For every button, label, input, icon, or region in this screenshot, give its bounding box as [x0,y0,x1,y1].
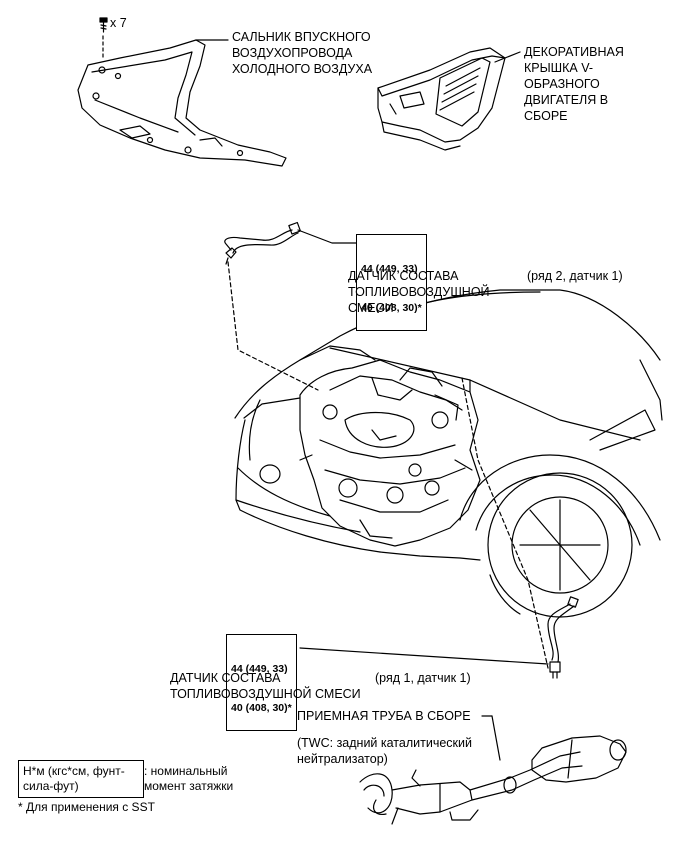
legend-description: : номинальный момент затяжки [144,764,234,793]
torque-top-line2: 40 (408, 30)* [361,302,422,314]
torque-bottom-line2: 40 (408, 30)* [231,702,292,714]
torque-bottom-line1: 44 (449, 33) [231,663,288,675]
engine-cover-drawing [377,47,506,151]
twc-note: (TWC: задний каталитический нейтрализато… [297,736,472,766]
exhaust-pipe-drawing [359,735,627,825]
torque-spec-top: 44 (449, 33) 40 (408, 30)* [356,234,427,331]
car-body-drawing [234,289,663,618]
engine-cover-label: ДЕКОРАТИВНАЯ КРЫШКА V- ОБРАЗНОГО ДВИГАТЕ… [524,45,624,123]
torque-top-line1: 44 (449, 33) [361,263,418,275]
exhaust-pipe-label: ПРИЕМНАЯ ТРУБА В СБОРЕ [297,709,471,723]
cold-air-seal-label: САЛЬНИК ВПУСКНОГО ВОЗДУХОПРОВОДА ХОЛОДНО… [232,30,373,76]
engine-drawing [299,359,481,547]
intake-seal-drawing [77,39,287,167]
screw-icon [99,17,108,33]
af-sensor-bottom-label: ДАТЧИК СОСТАВА ТОПЛИВОВОЗДУШНОЙ СМЕСИ [170,671,361,701]
sst-footnote: * Для применения с SST [18,800,155,814]
af-sensor-top-label: ДАТЧИК СОСТАВА ТОПЛИВОВОЗДУШНОЙ СМЕСИ [348,269,490,315]
legend-units-box: Н*м (кгс*см, фунт- сила-фут) [18,760,144,798]
torque-spec-bottom: 44 (449, 33) 40 (408, 30)* [226,634,297,731]
af-sensor-bottom-drawing [547,596,579,679]
bank2-sensor1-note: (ряд 2, датчик 1) [527,269,623,283]
bank1-sensor1-note: (ряд 1, датчик 1) [375,671,471,685]
af-sensor-top-drawing [224,221,302,265]
screw-quantity: x 7 [110,16,127,30]
